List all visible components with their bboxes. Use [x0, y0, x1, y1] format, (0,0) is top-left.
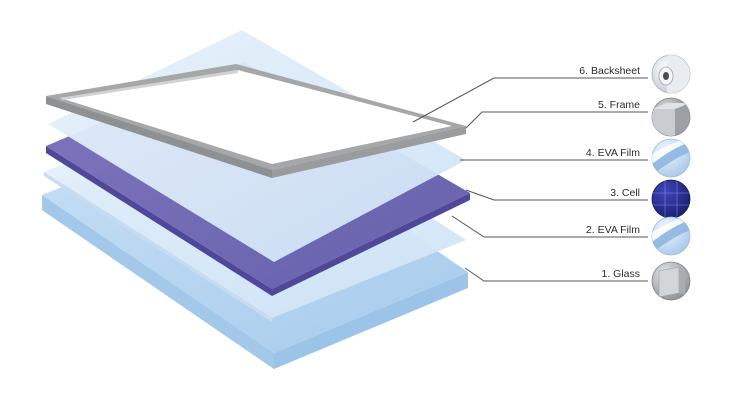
leader-line-glass: [464, 267, 648, 282]
label-eva-film-lower: 2. EVA Film: [586, 224, 640, 236]
label-glass: 1. Glass: [601, 268, 640, 280]
label-backsheet: 6. Backsheet: [579, 65, 640, 77]
leader-line-backsheet: [412, 77, 648, 123]
leader-line-frame: [465, 111, 648, 129]
leader-lines: [412, 77, 648, 282]
glass-icon: [651, 261, 691, 301]
label-frame: 5. Frame: [598, 99, 640, 111]
leader-line-eva-lower: [451, 215, 648, 238]
aluminum-frame: [46, 64, 466, 178]
eva-film-icon: [651, 138, 691, 178]
solar-cell-icon: [651, 179, 691, 219]
eva-film-icon-lower: [651, 216, 691, 256]
leader-line-cell: [465, 189, 648, 201]
layer-labels: 6. Backsheet 5. Frame 4. EVA Film 3. Cel…: [579, 65, 640, 280]
backsheet-roll-icon: [651, 54, 691, 94]
aluminum-frame-icon: [651, 97, 691, 137]
label-eva-film-upper: 4. EVA Film: [586, 147, 640, 159]
label-cell: 3. Cell: [610, 187, 640, 199]
